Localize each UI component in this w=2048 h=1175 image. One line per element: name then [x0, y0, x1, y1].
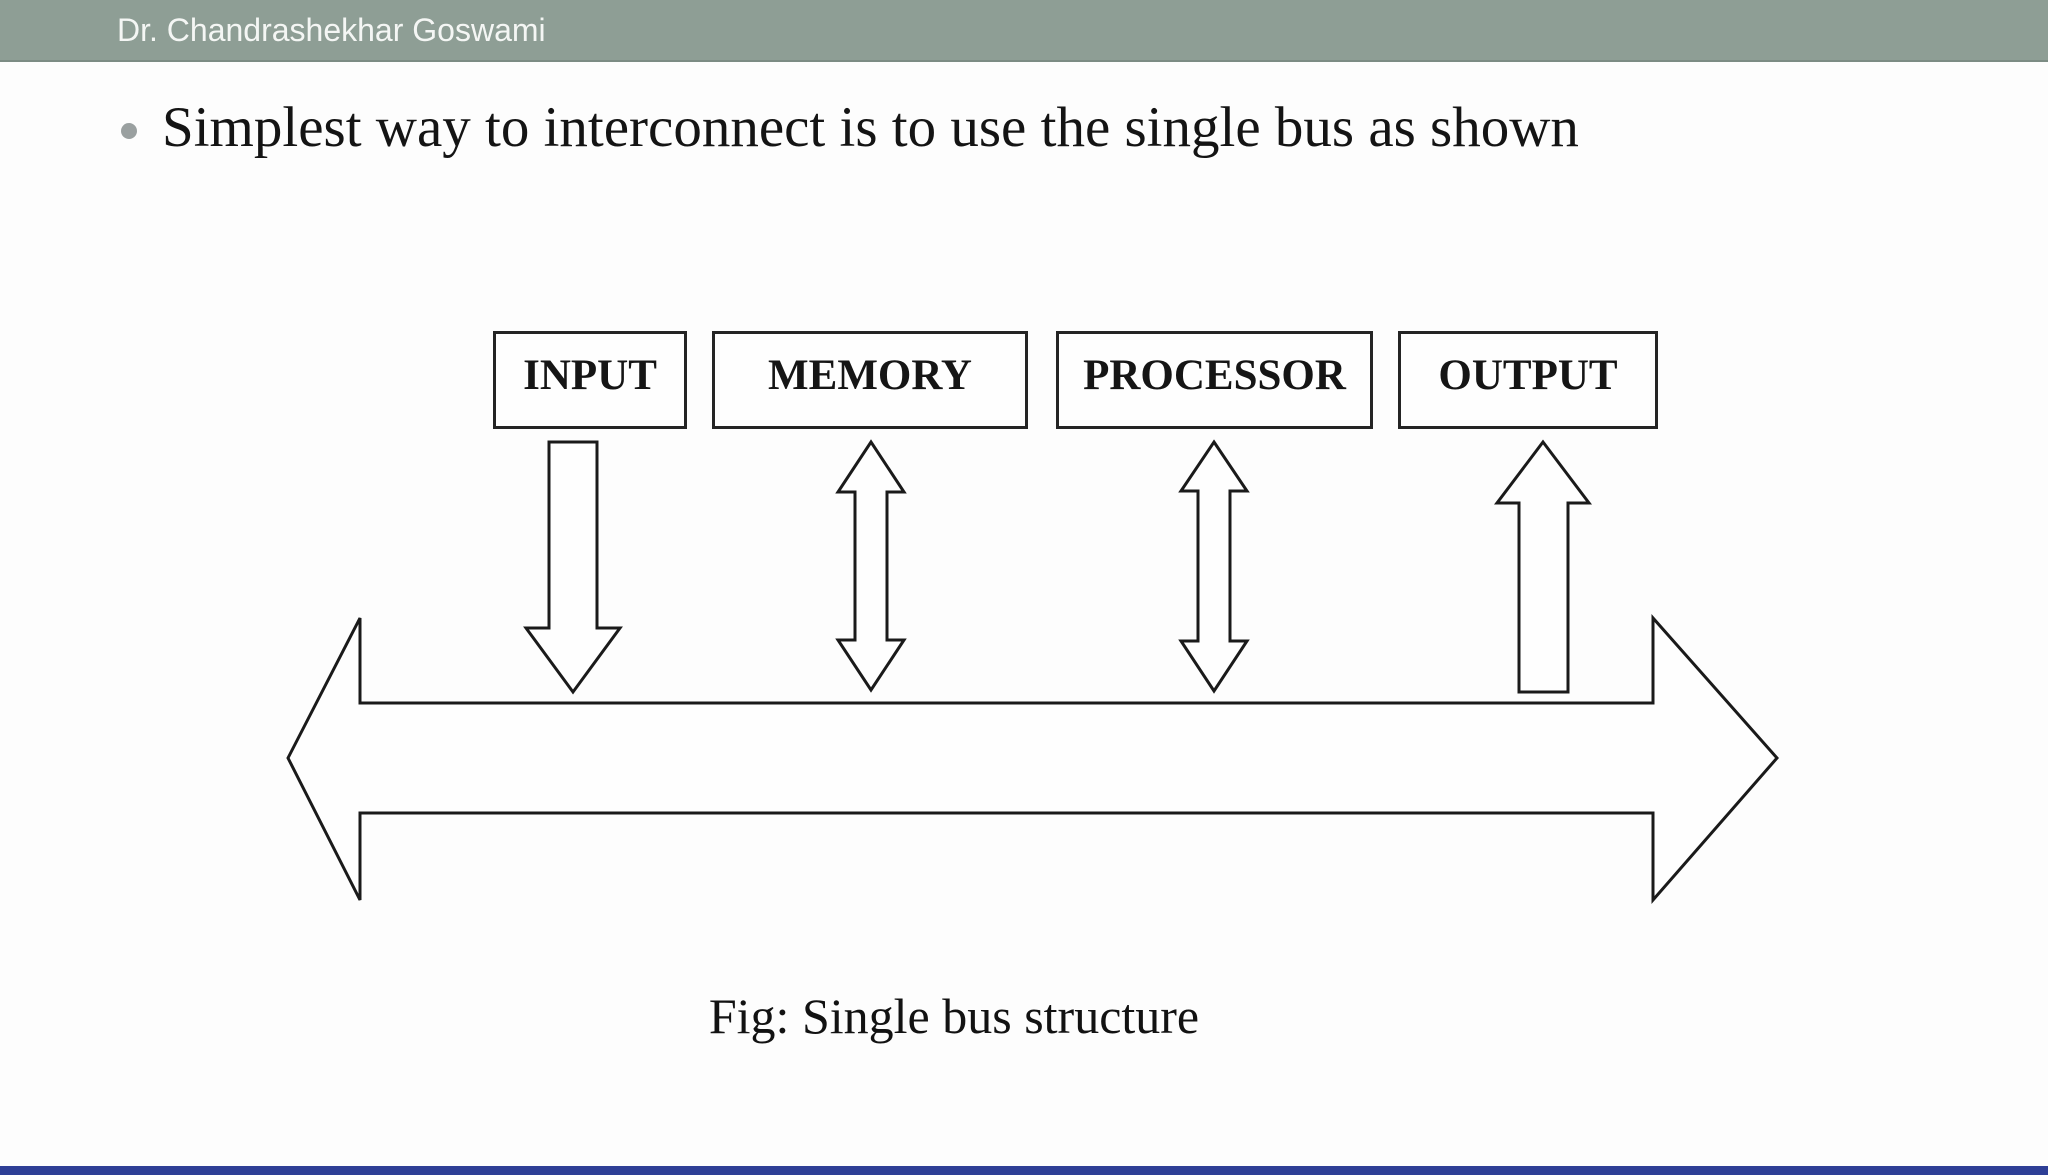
- processor-box-label: PROCESSOR: [1083, 351, 1346, 399]
- bullet-icon: [121, 123, 137, 139]
- processor-double-arrow: [1178, 439, 1250, 694]
- bottom-strip: [0, 1166, 2048, 1175]
- input-box-label: INPUT: [523, 351, 657, 399]
- output-box: OUTPUT: [1398, 331, 1658, 429]
- presenter-name: Dr. Chandrashekhar Goswami: [117, 12, 546, 48]
- memory-box-label: MEMORY: [768, 351, 972, 399]
- memory-box: MEMORY: [712, 331, 1028, 429]
- header-bar: Dr. Chandrashekhar Goswami: [0, 0, 2048, 62]
- figure-caption: Fig: Single bus structure: [708, 988, 1200, 1044]
- processor-box: PROCESSOR: [1056, 331, 1373, 429]
- input-down-arrow: [523, 440, 623, 695]
- output-up-arrow: [1493, 439, 1593, 694]
- output-box-label: OUTPUT: [1438, 351, 1618, 399]
- slide-bullet-text: Simplest way to interconnect is to use t…: [162, 96, 1579, 159]
- memory-double-arrow: [835, 439, 907, 693]
- single-bus-arrow: [286, 614, 1779, 904]
- input-box: INPUT: [493, 331, 687, 429]
